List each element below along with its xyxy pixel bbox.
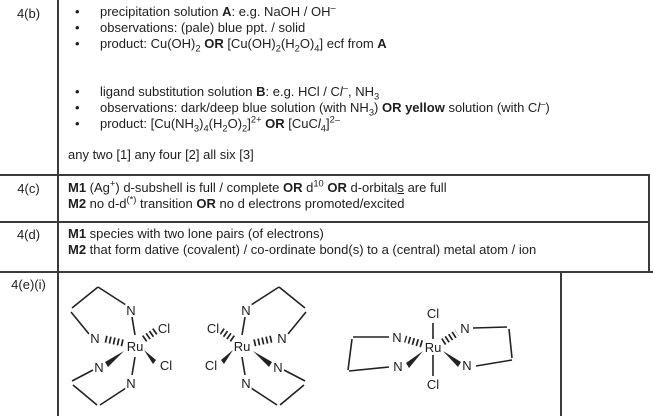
hashed-bond <box>218 327 235 342</box>
wedge-bond <box>144 350 156 364</box>
marking-guidance: any two [1] any four [2] all six [3] <box>68 147 254 162</box>
bullet-glyph: • <box>75 116 80 131</box>
bullet-text: precipitation solution A: e.g. NaOH / OH… <box>100 2 336 19</box>
atom-label-n: N <box>393 359 402 374</box>
table-column-divider <box>57 0 59 416</box>
row-label-4b: 4(b) <box>16 6 41 21</box>
hashed-bond <box>253 335 273 347</box>
bullet-text: ligand substitution solution B: e.g. HCl… <box>100 82 380 102</box>
wedge-bond <box>253 351 272 367</box>
atom-label-ru: Ru <box>234 339 251 354</box>
row-separator-4c-4d <box>0 221 650 223</box>
bullet-text: product: Cu(OH)2 OR [Cu(OH)2(H2O)4] ecf … <box>100 36 387 54</box>
row-label-4c: 4(c) <box>17 181 40 196</box>
wedge-bond <box>443 351 461 367</box>
wedge-bond <box>406 351 423 368</box>
hashed-bond <box>104 335 124 347</box>
bullet-item: • product: [Cu(NH3)4(H2O)2]2+ OR [CuCl4]2… <box>75 114 341 134</box>
mark-point-m2: M2 that form dative (covalent) / co-ordi… <box>68 242 537 257</box>
atom-label-n: N <box>241 303 250 318</box>
atom-label-n: N <box>241 376 250 391</box>
row-label-4ei: 4(e)(i) <box>11 277 46 292</box>
wedge-bond <box>105 351 124 367</box>
mark-point-m1: M1 (Ag+) d-subshell is full / complete O… <box>68 178 447 195</box>
row-label-4d: 4(d) <box>16 227 41 242</box>
atom-label-cl: Cl <box>160 358 172 373</box>
table-right-border-upper <box>648 174 650 273</box>
bullet-glyph: • <box>75 100 80 115</box>
ru-complex-structure-cis-2: Ru N N N N Cl Cl <box>203 286 307 406</box>
bullet-glyph: • <box>75 4 80 19</box>
bullet-glyph: • <box>75 84 80 99</box>
atom-label-n: N <box>277 331 286 346</box>
bullet-glyph: • <box>75 36 80 51</box>
ru-complex-structure-trans: Ru Cl Cl N N N N <box>347 304 513 394</box>
atom-label-n: N <box>460 321 469 336</box>
atom-label-n: N <box>90 331 99 346</box>
bullet-item: • ligand substitution solution B: e.g. HC… <box>75 82 380 102</box>
bullet-item: • observations: dark/deep blue solution (… <box>75 98 550 118</box>
atom-label-n: N <box>273 360 282 375</box>
bullet-text: observations: dark/deep blue solution (w… <box>100 98 550 118</box>
atom-label-cl: Cl <box>205 358 217 373</box>
bullet-text: observations: (pale) blue ppt. / solid <box>100 20 306 35</box>
table-right-border-lower <box>560 271 562 416</box>
bullet-item: • observations: (pale) blue ppt. / solid <box>75 20 305 36</box>
wedge-bond <box>221 350 233 364</box>
hashed-bond <box>404 335 423 348</box>
bullet-item: • precipitation solution A: e.g. NaOH / O… <box>75 2 336 20</box>
atom-label-ru: Ru <box>127 339 144 354</box>
atom-label-n: N <box>126 303 135 318</box>
atom-label-cl: Cl <box>158 321 170 336</box>
atom-label-cl: Cl <box>427 306 439 321</box>
bullet-text: product: [Cu(NH3)4(H2O)2]2+ OR [CuCl4]2– <box>100 114 341 134</box>
atom-label-cl: Cl <box>427 377 439 392</box>
atom-label-cl: Cl <box>207 321 219 336</box>
atom-label-ru: Ru <box>425 340 442 355</box>
row-separator-4b-4c <box>0 174 650 176</box>
row-separator-4d-4e <box>0 271 653 273</box>
atom-label-n: N <box>126 376 135 391</box>
hashed-bond <box>441 330 459 345</box>
ru-complex-structure-cis-1: Ru N N N N Cl Cl <box>70 286 174 406</box>
atom-label-n: N <box>94 360 103 375</box>
mark-point-m1: M1 species with two lone pairs (of elect… <box>68 226 324 241</box>
atom-label-n: N <box>392 330 401 345</box>
atom-label-n: N <box>462 358 471 373</box>
bullet-glyph: • <box>75 20 80 35</box>
mark-point-m2: M2 no d-d(*) transition OR no d electron… <box>68 194 405 211</box>
bullet-item: • product: Cu(OH)2 OR [Cu(OH)2(H2O)4] ecf… <box>75 36 387 54</box>
hashed-bond <box>142 327 159 342</box>
